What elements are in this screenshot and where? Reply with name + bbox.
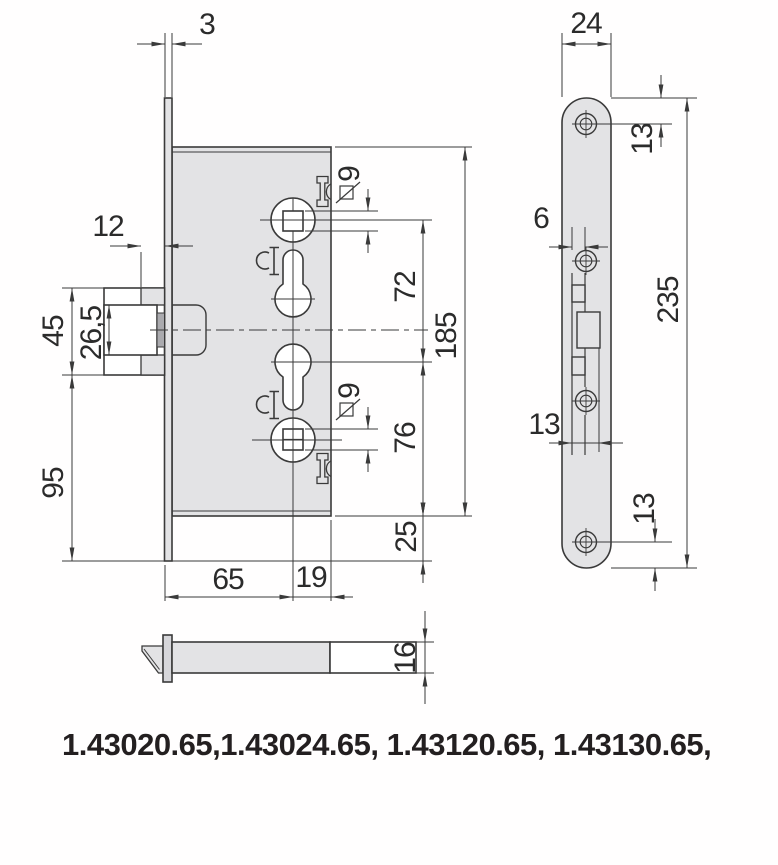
spring-clip-bottom (255, 390, 279, 420)
dim-plate-width: 24 (570, 7, 602, 40)
dim-latch-side-width: 13 (528, 408, 560, 441)
dim-square-top: 9 (333, 166, 366, 182)
aux-latch-side (571, 356, 586, 376)
screw-hole-icon (572, 110, 600, 138)
dim-body-height: 185 (430, 312, 463, 360)
square-section-icon (335, 181, 361, 204)
spring-clip-top (255, 246, 279, 276)
dim-square-bottom: 9 (333, 383, 366, 399)
dim-cylinder-to-bottom: 76 (389, 422, 422, 454)
body-bottom-view (171, 641, 331, 674)
edge-stop-top (316, 175, 332, 208)
dim-body-thickness: 16 (389, 642, 422, 674)
dim-plate-height: 235 (652, 276, 685, 324)
edge-stop-bottom (316, 452, 332, 485)
dim-latch-height: 45 (37, 315, 70, 347)
dim-handle-to-cylinder: 72 (389, 271, 422, 303)
dim-bottom-margin: 95 (37, 467, 70, 499)
spindle-square-top (282, 210, 304, 232)
dim-plate-thickness: 3 (199, 8, 216, 41)
body-cover-bottom-view (329, 641, 417, 674)
faceplate-bottom-view (162, 634, 173, 683)
screw-hole-icon (572, 528, 600, 556)
dim-backset: 65 (212, 563, 244, 596)
dim-latch-inner: 26,5 (75, 305, 108, 361)
model-numbers: 1.43020.65,1.43024.65, 1.43120.65, 1.431… (62, 727, 712, 762)
square-section-icon (335, 398, 361, 421)
dim-slot-width: 6 (533, 202, 550, 235)
screw-hole-icon (572, 387, 600, 415)
latch-bolt-inner (103, 304, 158, 356)
screw-hole-icon (572, 247, 600, 275)
dim-body-to-plate-end: 25 (390, 521, 423, 553)
aux-latch-side (571, 284, 586, 303)
latch-guide (171, 304, 207, 356)
dim-plate-top-to-screw: 13 (626, 123, 659, 155)
dim-center-to-edge: 19 (295, 561, 327, 594)
dim-screw-to-plate-end: 13 (628, 493, 661, 525)
latch-bolt-side (576, 311, 601, 349)
dim-latch-protrusion: 12 (92, 210, 124, 243)
